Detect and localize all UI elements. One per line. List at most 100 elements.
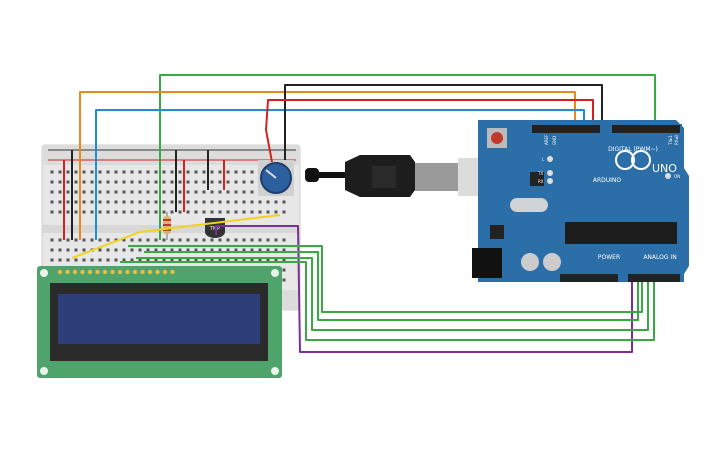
breadboard-hole <box>226 170 230 174</box>
breadboard-hole <box>74 170 78 174</box>
breadboard-hole <box>74 180 78 184</box>
breadboard-hole <box>122 170 126 174</box>
breadboard-hole <box>242 258 246 262</box>
breadboard-hole <box>218 258 222 262</box>
tx-led-label: TX <box>537 171 543 176</box>
breadboard-hole <box>242 210 246 214</box>
breadboard-hole <box>74 210 78 214</box>
breadboard-hole <box>282 238 286 242</box>
breadboard-hole <box>218 210 222 214</box>
breadboard-hole <box>178 170 182 174</box>
breadboard-hole <box>146 258 150 262</box>
breadboard-hole <box>242 200 246 204</box>
breadboard-hole <box>242 238 246 242</box>
wire-green-top <box>159 74 656 240</box>
breadboard-hole <box>250 238 254 242</box>
breadboard-hole <box>170 258 174 262</box>
breadboard-hole <box>242 248 246 252</box>
breadboard-hole <box>186 200 190 204</box>
breadboard-hole <box>210 238 214 242</box>
breadboard-hole <box>170 170 174 174</box>
breadboard-hole <box>74 258 78 262</box>
breadboard-hole <box>250 200 254 204</box>
l-led-label: L <box>542 157 545 162</box>
breadboard-hole <box>162 258 166 262</box>
breadboard-hole <box>194 200 198 204</box>
breadboard-hole <box>114 248 118 252</box>
breadboard-hole <box>210 180 214 184</box>
breadboard-hole <box>82 248 86 252</box>
breadboard-hole <box>234 170 238 174</box>
breadboard-hole <box>210 190 214 194</box>
breadboard-hole <box>58 258 62 262</box>
breadboard-hole <box>90 210 94 214</box>
breadboard-hole <box>98 210 102 214</box>
breadboard-hole <box>186 180 190 184</box>
breadboard-hole <box>106 248 110 252</box>
breadboard-hole <box>66 238 70 242</box>
breadboard-hole <box>274 210 278 214</box>
breadboard-hole <box>170 180 174 184</box>
breadboard-hole <box>242 170 246 174</box>
breadboard-hole <box>122 258 126 262</box>
breadboard-hole <box>234 258 238 262</box>
breadboard-hole <box>58 190 62 194</box>
breadboard-hole <box>202 238 206 242</box>
rx-led-label: RX <box>538 179 544 184</box>
breadboard-hole <box>130 258 134 262</box>
lcd-pin <box>170 269 175 275</box>
breadboard-hole <box>266 258 270 262</box>
breadboard-hole <box>194 238 198 242</box>
lcd-display[interactable] <box>37 266 282 378</box>
wire-yellow <box>71 214 281 259</box>
breadboard-hole <box>250 180 254 184</box>
breadboard-hole <box>98 180 102 184</box>
breadboard-hole <box>50 200 54 204</box>
breadboard-hole <box>242 180 246 184</box>
breadboard-hole <box>114 258 118 262</box>
wire-green-3 <box>128 245 643 313</box>
breadboard-hole <box>130 210 134 214</box>
breadboard-hole <box>282 200 286 204</box>
breadboard-hole <box>130 238 134 242</box>
breadboard-hole <box>250 258 254 262</box>
breadboard-hole <box>218 190 222 194</box>
breadboard-hole <box>162 170 166 174</box>
breadboard-hole <box>82 180 86 184</box>
breadboard-hole <box>226 200 230 204</box>
breadboard-hole <box>106 180 110 184</box>
lcd-pin-header <box>57 269 175 275</box>
breadboard-hole <box>210 200 214 204</box>
breadboard-hole <box>194 180 198 184</box>
breadboard-hole <box>258 258 262 262</box>
usb-cable[interactable] <box>305 155 508 197</box>
breadboard-hole <box>106 238 110 242</box>
breadboard-hole <box>250 170 254 174</box>
lcd-pin <box>155 269 160 275</box>
breadboard-hole <box>274 258 278 262</box>
breadboard-hole <box>154 258 158 262</box>
aref-pin-label: AREF <box>544 134 549 145</box>
breadboard-hole <box>186 210 190 214</box>
breadboard-hole <box>50 210 54 214</box>
breadboard-hole <box>154 190 158 194</box>
lcd-pin <box>65 269 70 275</box>
breadboard-hole <box>210 258 214 262</box>
breadboard-hole <box>50 180 54 184</box>
breadboard-hole <box>218 238 222 242</box>
breadboard-hole <box>82 258 86 262</box>
potentiometer[interactable] <box>258 160 294 196</box>
breadboard-hole <box>82 200 86 204</box>
breadboard-hole <box>130 170 134 174</box>
breadboard-hole <box>274 248 278 252</box>
breadboard-hole <box>242 190 246 194</box>
arduino-uno-board[interactable]: ARDUINO UNO DIGITAL (PWM~) POWER ANALOG … <box>472 120 689 282</box>
breadboard-hole <box>250 190 254 194</box>
breadboard-hole <box>74 190 78 194</box>
breadboard-hole <box>122 248 126 252</box>
breadboard-hole <box>58 248 62 252</box>
breadboard-hole <box>106 170 110 174</box>
breadboard-hole <box>138 258 142 262</box>
breadboard-hole <box>66 210 70 214</box>
